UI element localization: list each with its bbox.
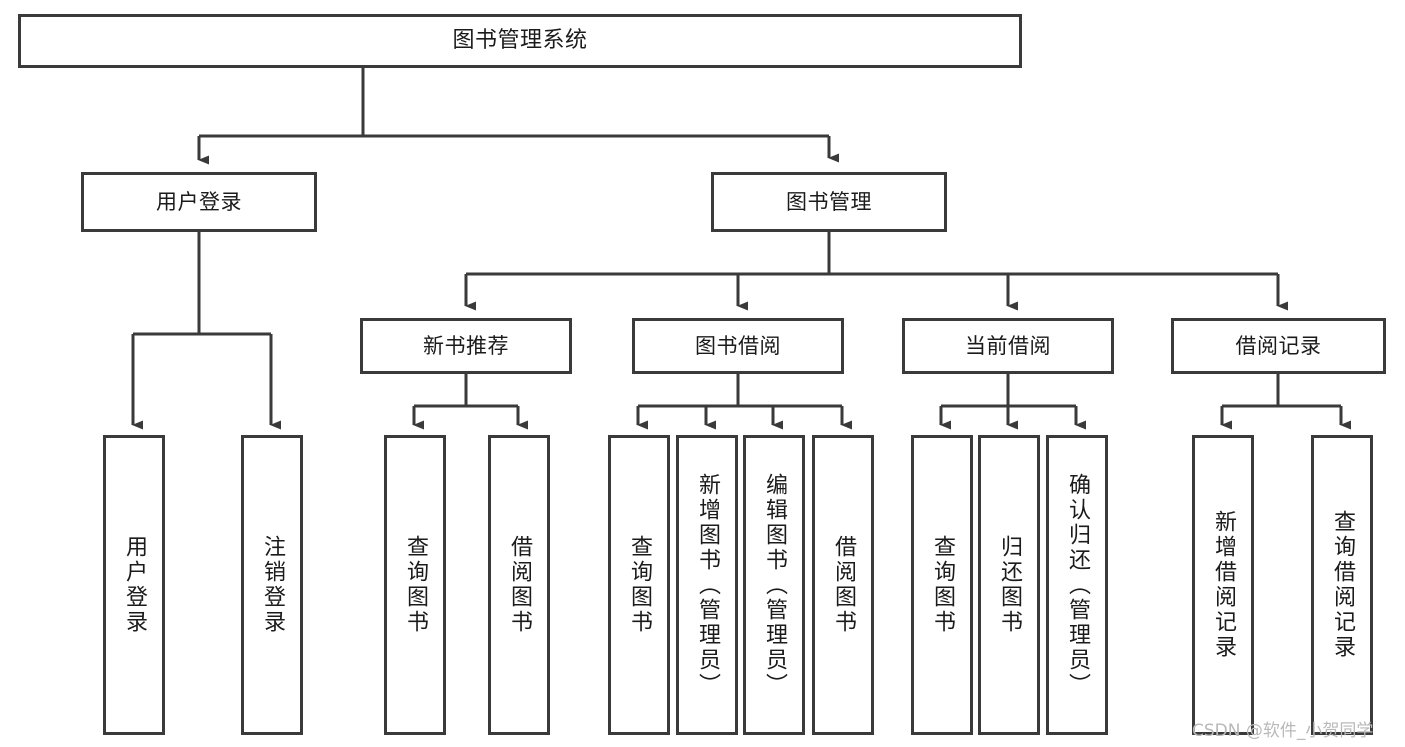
node-label: 新增借阅记录 xyxy=(1210,510,1236,660)
leaf-new-book-query[interactable]: 查询图书 xyxy=(384,435,446,735)
node-label: 用户登录 xyxy=(156,189,242,214)
node-book-borrow[interactable]: 图书借阅 xyxy=(632,318,844,374)
node-label: 借阅图书 xyxy=(506,535,532,635)
node-label: 借阅图书 xyxy=(830,535,856,635)
leaf-user-login-signin[interactable]: 用户登录 xyxy=(103,435,165,735)
node-label: 图书管理 xyxy=(786,189,872,214)
node-new-book-recommend[interactable]: 新书推荐 xyxy=(360,318,572,374)
leaf-borrow-record-query[interactable]: 查询借阅记录 xyxy=(1311,435,1373,735)
node-label: 编辑图书（管理员） xyxy=(761,472,787,698)
node-book-manage[interactable]: 图书管理 xyxy=(711,172,947,232)
leaf-current-borrow-return[interactable]: 归还图书 xyxy=(978,435,1040,735)
leaf-new-book-borrow[interactable]: 借阅图书 xyxy=(488,435,550,735)
node-label: 归还图书 xyxy=(996,535,1022,635)
node-borrow-record[interactable]: 借阅记录 xyxy=(1171,318,1386,374)
node-label: 确认归还（管理员） xyxy=(1064,472,1090,698)
node-label: 图书借阅 xyxy=(695,333,781,358)
node-root-system[interactable]: 图书管理系统 xyxy=(18,14,1022,68)
leaf-book-borrow-add[interactable]: 新增图书（管理员） xyxy=(676,435,738,735)
node-label: 当前借阅 xyxy=(965,333,1051,358)
node-label: 借阅记录 xyxy=(1235,333,1322,358)
leaf-user-login-signout[interactable]: 注销登录 xyxy=(241,435,303,735)
node-user-login[interactable]: 用户登录 xyxy=(81,172,317,232)
leaf-book-borrow-edit[interactable]: 编辑图书（管理员） xyxy=(743,435,805,735)
node-label: 注销登录 xyxy=(259,535,285,635)
node-label: 用户登录 xyxy=(121,535,147,635)
node-label: 图书管理系统 xyxy=(452,28,588,54)
leaf-current-borrow-query[interactable]: 查询图书 xyxy=(911,435,973,735)
node-label: 查询图书 xyxy=(929,535,955,635)
node-label: 查询借阅记录 xyxy=(1329,510,1355,660)
leaf-book-borrow-lend[interactable]: 借阅图书 xyxy=(812,435,874,735)
node-label: 查询图书 xyxy=(626,535,652,635)
leaf-current-borrow-confirm[interactable]: 确认归还（管理员） xyxy=(1046,435,1108,735)
node-label: 新书推荐 xyxy=(423,333,509,358)
leaf-book-borrow-query[interactable]: 查询图书 xyxy=(608,435,670,735)
node-label: 查询图书 xyxy=(402,535,428,635)
leaf-borrow-record-add[interactable]: 新增借阅记录 xyxy=(1192,435,1254,735)
node-current-borrow[interactable]: 当前借阅 xyxy=(902,318,1114,374)
node-label: 新增图书（管理员） xyxy=(694,472,720,698)
